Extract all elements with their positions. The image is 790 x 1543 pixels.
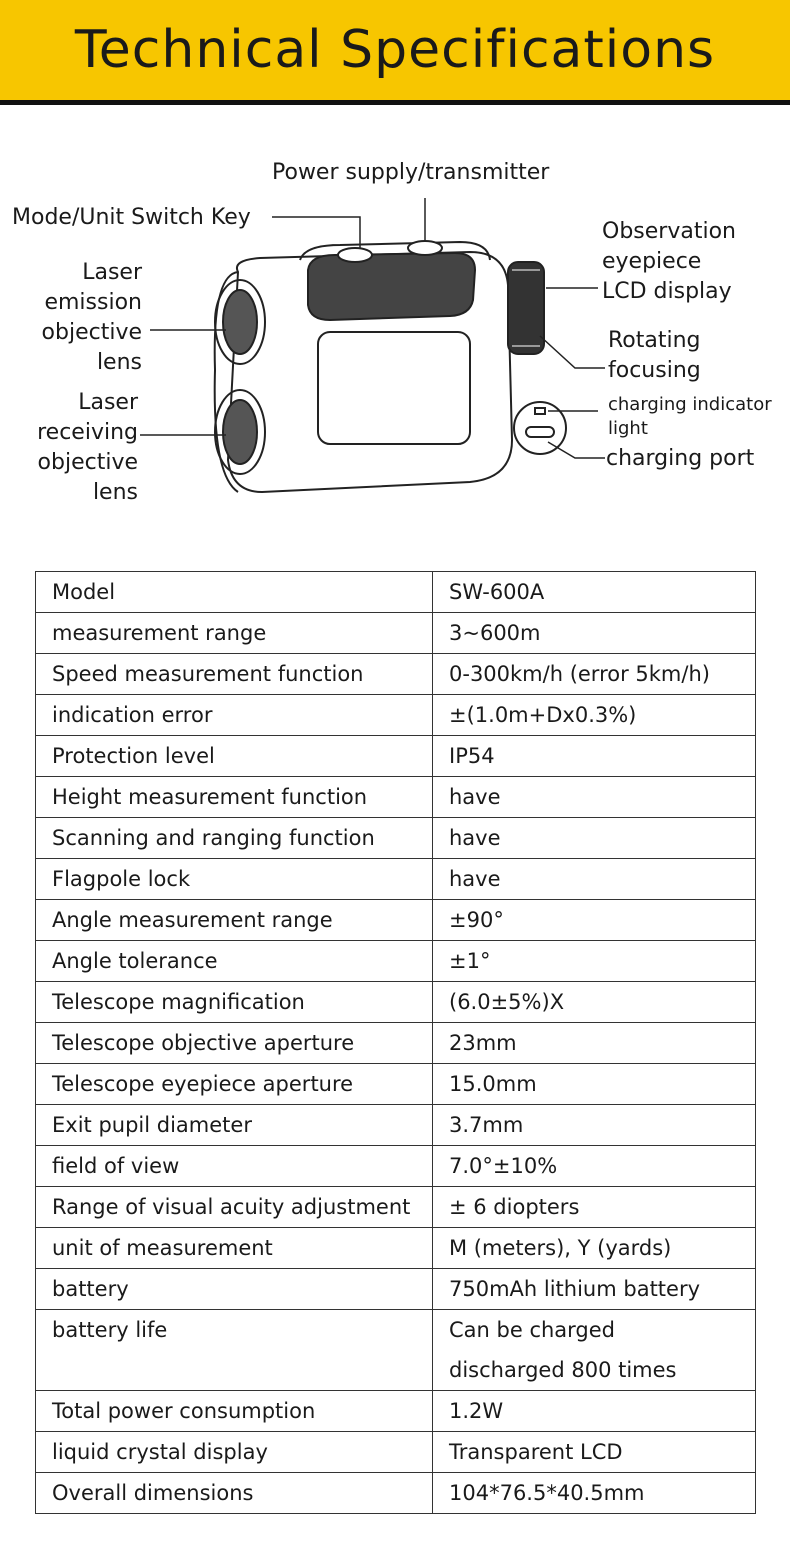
spec-label: Scanning and ranging function xyxy=(35,817,433,859)
top-ridge xyxy=(299,240,491,261)
label-laser-emission: Laser emission objective lens xyxy=(41,260,142,375)
spec-label: measurement range xyxy=(35,612,433,654)
spec-value: have xyxy=(432,817,756,859)
label-charging-port: charging port xyxy=(606,446,755,471)
spec-label: Flagpole lock xyxy=(35,858,433,900)
device-body xyxy=(226,250,514,494)
spec-label: Height measurement function xyxy=(35,776,433,818)
label-rotating: Rotating focusing xyxy=(608,328,701,383)
table-row: Angle tolerance±1° xyxy=(35,940,756,982)
spec-value: 0-300km/h (error 5km/h) xyxy=(432,653,756,695)
table-row: indication error±(1.0m+Dx0.3%) xyxy=(35,694,756,736)
spec-label: Range of visual acuity adjustment xyxy=(35,1186,433,1228)
spec-value: (6.0±5%)X xyxy=(432,981,756,1023)
table-row: battery life Can be charged discharged 800… xyxy=(35,1309,756,1391)
spec-value: have xyxy=(432,776,756,818)
spec-value: Transparent LCD xyxy=(432,1431,756,1473)
leader-rotating xyxy=(539,335,605,369)
leader-mode xyxy=(272,216,361,248)
spec-value: 3.7mm xyxy=(432,1104,756,1146)
spec-value: 104*76.5*40.5mm xyxy=(432,1472,756,1514)
charging-indicator xyxy=(534,407,546,415)
spec-label: field of view xyxy=(35,1145,433,1187)
spec-value: ± 6 diopters xyxy=(432,1186,756,1228)
spec-label: battery xyxy=(35,1268,433,1310)
receiving-lens xyxy=(214,389,266,475)
spec-value: M (meters), Y (yards) xyxy=(432,1227,756,1269)
spec-label: Telescope eyepiece aperture xyxy=(35,1063,433,1105)
label-power-supply: Power supply/transmitter xyxy=(272,160,550,185)
mode-button xyxy=(337,247,373,263)
spec-value: 1.2W xyxy=(432,1390,756,1432)
table-row: Telescope magnification(6.0±5%)X xyxy=(35,981,756,1023)
spec-value: ±1° xyxy=(432,940,756,982)
spec-label: Telescope magnification xyxy=(35,981,433,1023)
spec-value: have xyxy=(432,858,756,900)
eyepiece xyxy=(507,261,545,355)
spec-label: Speed measurement function xyxy=(35,653,433,695)
spec-label: Overall dimensions xyxy=(35,1472,433,1514)
spec-value: ±90° xyxy=(432,899,756,941)
spec-label: battery life xyxy=(35,1309,433,1391)
device-diagram: Power supply/transmitter Mode/Unit Switc… xyxy=(0,110,790,550)
grip-panel xyxy=(307,251,477,322)
table-row: Angle measurement range±90° xyxy=(35,899,756,941)
spec-value: 15.0mm xyxy=(432,1063,756,1105)
spec-value: 3~600m xyxy=(432,612,756,654)
spec-value-line: Can be charged xyxy=(449,1318,616,1342)
usb-port xyxy=(525,426,555,438)
spec-value-line: discharged 800 times xyxy=(449,1358,677,1382)
spec-value: Can be charged discharged 800 times xyxy=(432,1309,756,1391)
spec-value: 23mm xyxy=(432,1022,756,1064)
front-face xyxy=(213,271,239,493)
rangefinder-illustration xyxy=(140,198,605,494)
spec-label: Model xyxy=(35,571,433,613)
spec-label: Angle tolerance xyxy=(35,940,433,982)
spec-value: ±(1.0m+Dx0.3%) xyxy=(432,694,756,736)
spec-label: Total power consumption xyxy=(35,1390,433,1432)
label-charging-indicator: charging indicator light xyxy=(608,394,772,439)
table-row: Range of visual acuity adjustment± 6 dio… xyxy=(35,1186,756,1228)
label-laser-receiving: Laser receiving objective lens xyxy=(37,390,138,505)
spec-label: Protection level xyxy=(35,735,433,777)
side-window xyxy=(317,331,471,445)
spec-label: Exit pupil diameter xyxy=(35,1104,433,1146)
charging-inset xyxy=(513,401,567,455)
leader-port xyxy=(547,441,605,459)
power-button xyxy=(407,240,443,256)
emission-lens xyxy=(214,279,266,365)
spec-value: IP54 xyxy=(432,735,756,777)
title-banner: Technical Specifications xyxy=(0,0,790,105)
spec-value: 750mAh lithium battery xyxy=(432,1268,756,1310)
spec-label: Telescope objective aperture xyxy=(35,1022,433,1064)
spec-label: Angle measurement range xyxy=(35,899,433,941)
label-observation: Observation eyepiece LCD display xyxy=(602,219,736,304)
spec-label: unit of measurement xyxy=(35,1227,433,1269)
spec-label: liquid crystal display xyxy=(35,1431,433,1473)
page-title: Technical Specifications xyxy=(74,20,716,80)
label-mode-key: Mode/Unit Switch Key xyxy=(12,205,251,230)
spec-value: SW-600A xyxy=(432,571,756,613)
spec-label: indication error xyxy=(35,694,433,736)
spec-value: 7.0°±10% xyxy=(432,1145,756,1187)
